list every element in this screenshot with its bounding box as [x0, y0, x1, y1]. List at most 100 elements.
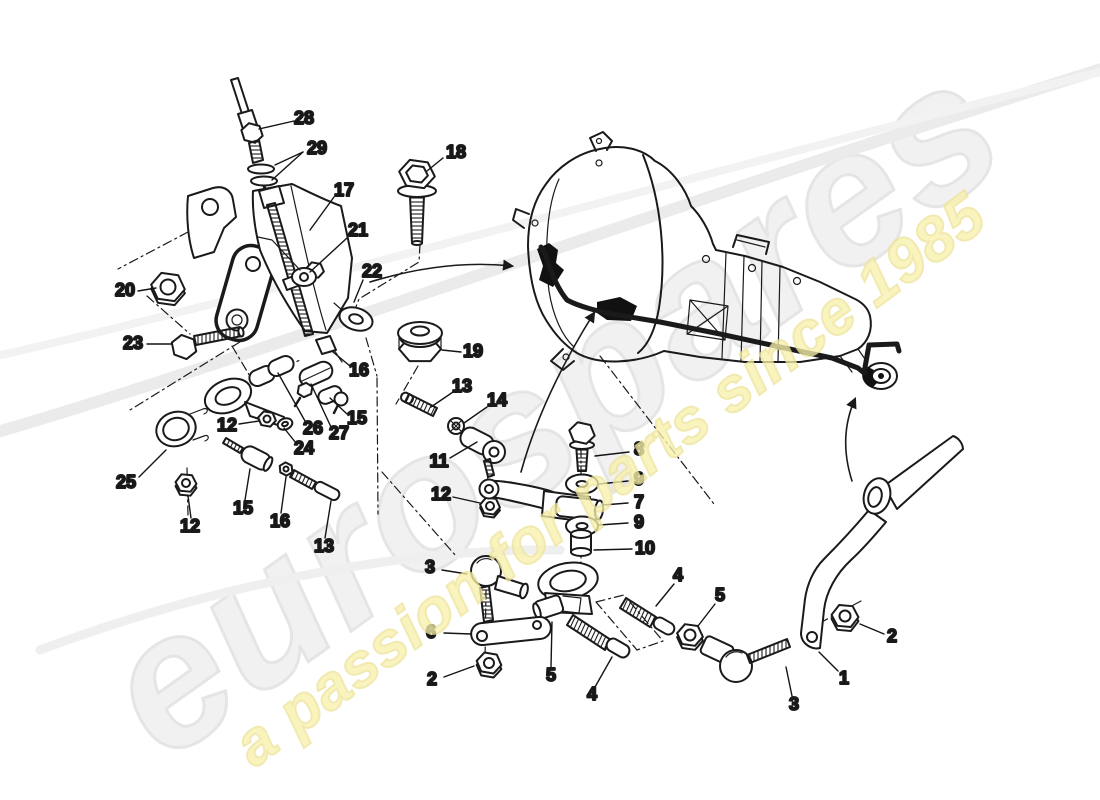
part-number-2: 2 — [887, 626, 897, 646]
leader-line-29 — [271, 151, 304, 181]
bolt-18 — [397, 159, 436, 246]
part-number-7: 7 — [634, 492, 644, 512]
nut-14 — [447, 417, 465, 435]
part-number-12: 12 — [431, 484, 451, 504]
leader-line-13 — [324, 500, 332, 539]
leader-line-21 — [309, 237, 348, 273]
leader-line-2 — [859, 623, 885, 635]
leader-line-2 — [443, 665, 475, 678]
leader-line-16 — [332, 351, 351, 367]
watermark-swoosh — [0, 63, 1100, 655]
leader-line-4 — [594, 656, 613, 688]
ball-joint-3-left — [470, 555, 502, 587]
leader-line-9 — [598, 480, 629, 485]
part-number-3: 3 — [425, 557, 435, 577]
part-number-9: 9 — [634, 469, 644, 489]
part-number-18: 18 — [446, 142, 466, 162]
part-number-8: 8 — [634, 439, 644, 459]
part-number-14: 14 — [487, 390, 507, 410]
part-number-10: 10 — [635, 538, 655, 558]
leader-line-8 — [594, 451, 630, 457]
leader-line-12 — [187, 495, 192, 519]
ball-joint-3-right — [719, 649, 753, 683]
leader-line-29 — [274, 151, 304, 166]
part-number-20: 20 — [115, 280, 135, 300]
part-number-9: 9 — [634, 512, 644, 532]
leader-line-22 — [353, 279, 364, 303]
part-number-1: 1 — [839, 668, 849, 688]
part-number-15: 15 — [347, 408, 367, 428]
part-number-5: 5 — [715, 585, 725, 605]
part-number-4: 4 — [673, 565, 683, 585]
selector-rod — [538, 244, 902, 376]
leader-line-18 — [426, 157, 444, 172]
part-number-25: 25 — [116, 472, 136, 492]
leader-line-19 — [441, 349, 462, 353]
part-number-6: 6 — [426, 622, 436, 642]
nut-20 — [149, 272, 186, 307]
leader-line-24 — [283, 427, 297, 444]
bolt-23 — [168, 327, 245, 361]
part-number-13: 13 — [314, 536, 334, 556]
clamp-25 — [155, 407, 209, 448]
part-number-28: 28 — [294, 108, 314, 128]
part-number-27: 27 — [329, 423, 349, 443]
leader-line-13 — [430, 391, 454, 408]
leader-line-10 — [593, 548, 633, 551]
screw-4-upper — [619, 597, 657, 628]
part-number-16: 16 — [349, 360, 369, 380]
leader-line-5 — [697, 603, 716, 627]
part-number-15: 15 — [233, 498, 253, 518]
gearchange-unit — [470, 555, 791, 683]
part-number-3: 3 — [789, 694, 799, 714]
part-number-2: 2 — [427, 669, 437, 689]
screw-4-lower — [566, 614, 612, 651]
leader-line-1 — [818, 651, 839, 672]
part-number-13: 13 — [452, 376, 472, 396]
reference-arrows — [369, 259, 857, 482]
part-number-19: 19 — [463, 341, 483, 361]
transmission-assembly — [512, 131, 902, 390]
washer-9-upper — [565, 473, 599, 495]
clip-16-lower — [277, 461, 295, 477]
part-number-11: 11 — [429, 451, 448, 471]
leader-line-7 — [602, 502, 629, 506]
part-number-23: 23 — [123, 333, 143, 353]
part-number-29: 29 — [307, 138, 327, 158]
leader-line-3 — [441, 569, 468, 575]
part-number-4: 4 — [587, 684, 597, 704]
leader-line-4 — [655, 583, 675, 607]
part-number-12: 12 — [180, 516, 200, 536]
part-number-26: 26 — [303, 418, 323, 438]
rod-13-lower — [289, 469, 341, 502]
leader-line-14 — [463, 406, 488, 424]
part-number-16: 16 — [270, 511, 290, 531]
callout-leader-lines — [137, 120, 885, 697]
leader-line-11 — [449, 441, 478, 459]
mount-bracket — [186, 186, 237, 259]
leader-line-15 — [244, 468, 251, 501]
leader-line-26 — [277, 372, 306, 422]
leader-line-28 — [258, 120, 295, 130]
leader-line-5 — [550, 621, 553, 668]
washer-29b — [250, 175, 278, 187]
abutment-bracket-17 — [251, 183, 353, 363]
relay-lever-assembly — [478, 421, 604, 557]
rodend-15-lower — [222, 437, 274, 472]
rodend-11 — [459, 426, 506, 478]
selector-lever-1 — [800, 435, 964, 650]
part-number-24: 24 — [294, 438, 314, 458]
leader-line-25 — [138, 449, 167, 478]
nut-12-middle — [479, 497, 501, 518]
leader-line-12 — [238, 420, 260, 425]
eyelet-22 — [333, 302, 374, 332]
part-number-17: 17 — [334, 180, 354, 200]
part-number-21: 21 — [348, 220, 368, 240]
bracket-hole — [201, 198, 219, 216]
leader-line-12 — [452, 496, 481, 504]
leader-line-17 — [309, 196, 335, 231]
leader-line-27 — [310, 383, 332, 428]
leader-line-3 — [785, 666, 793, 697]
